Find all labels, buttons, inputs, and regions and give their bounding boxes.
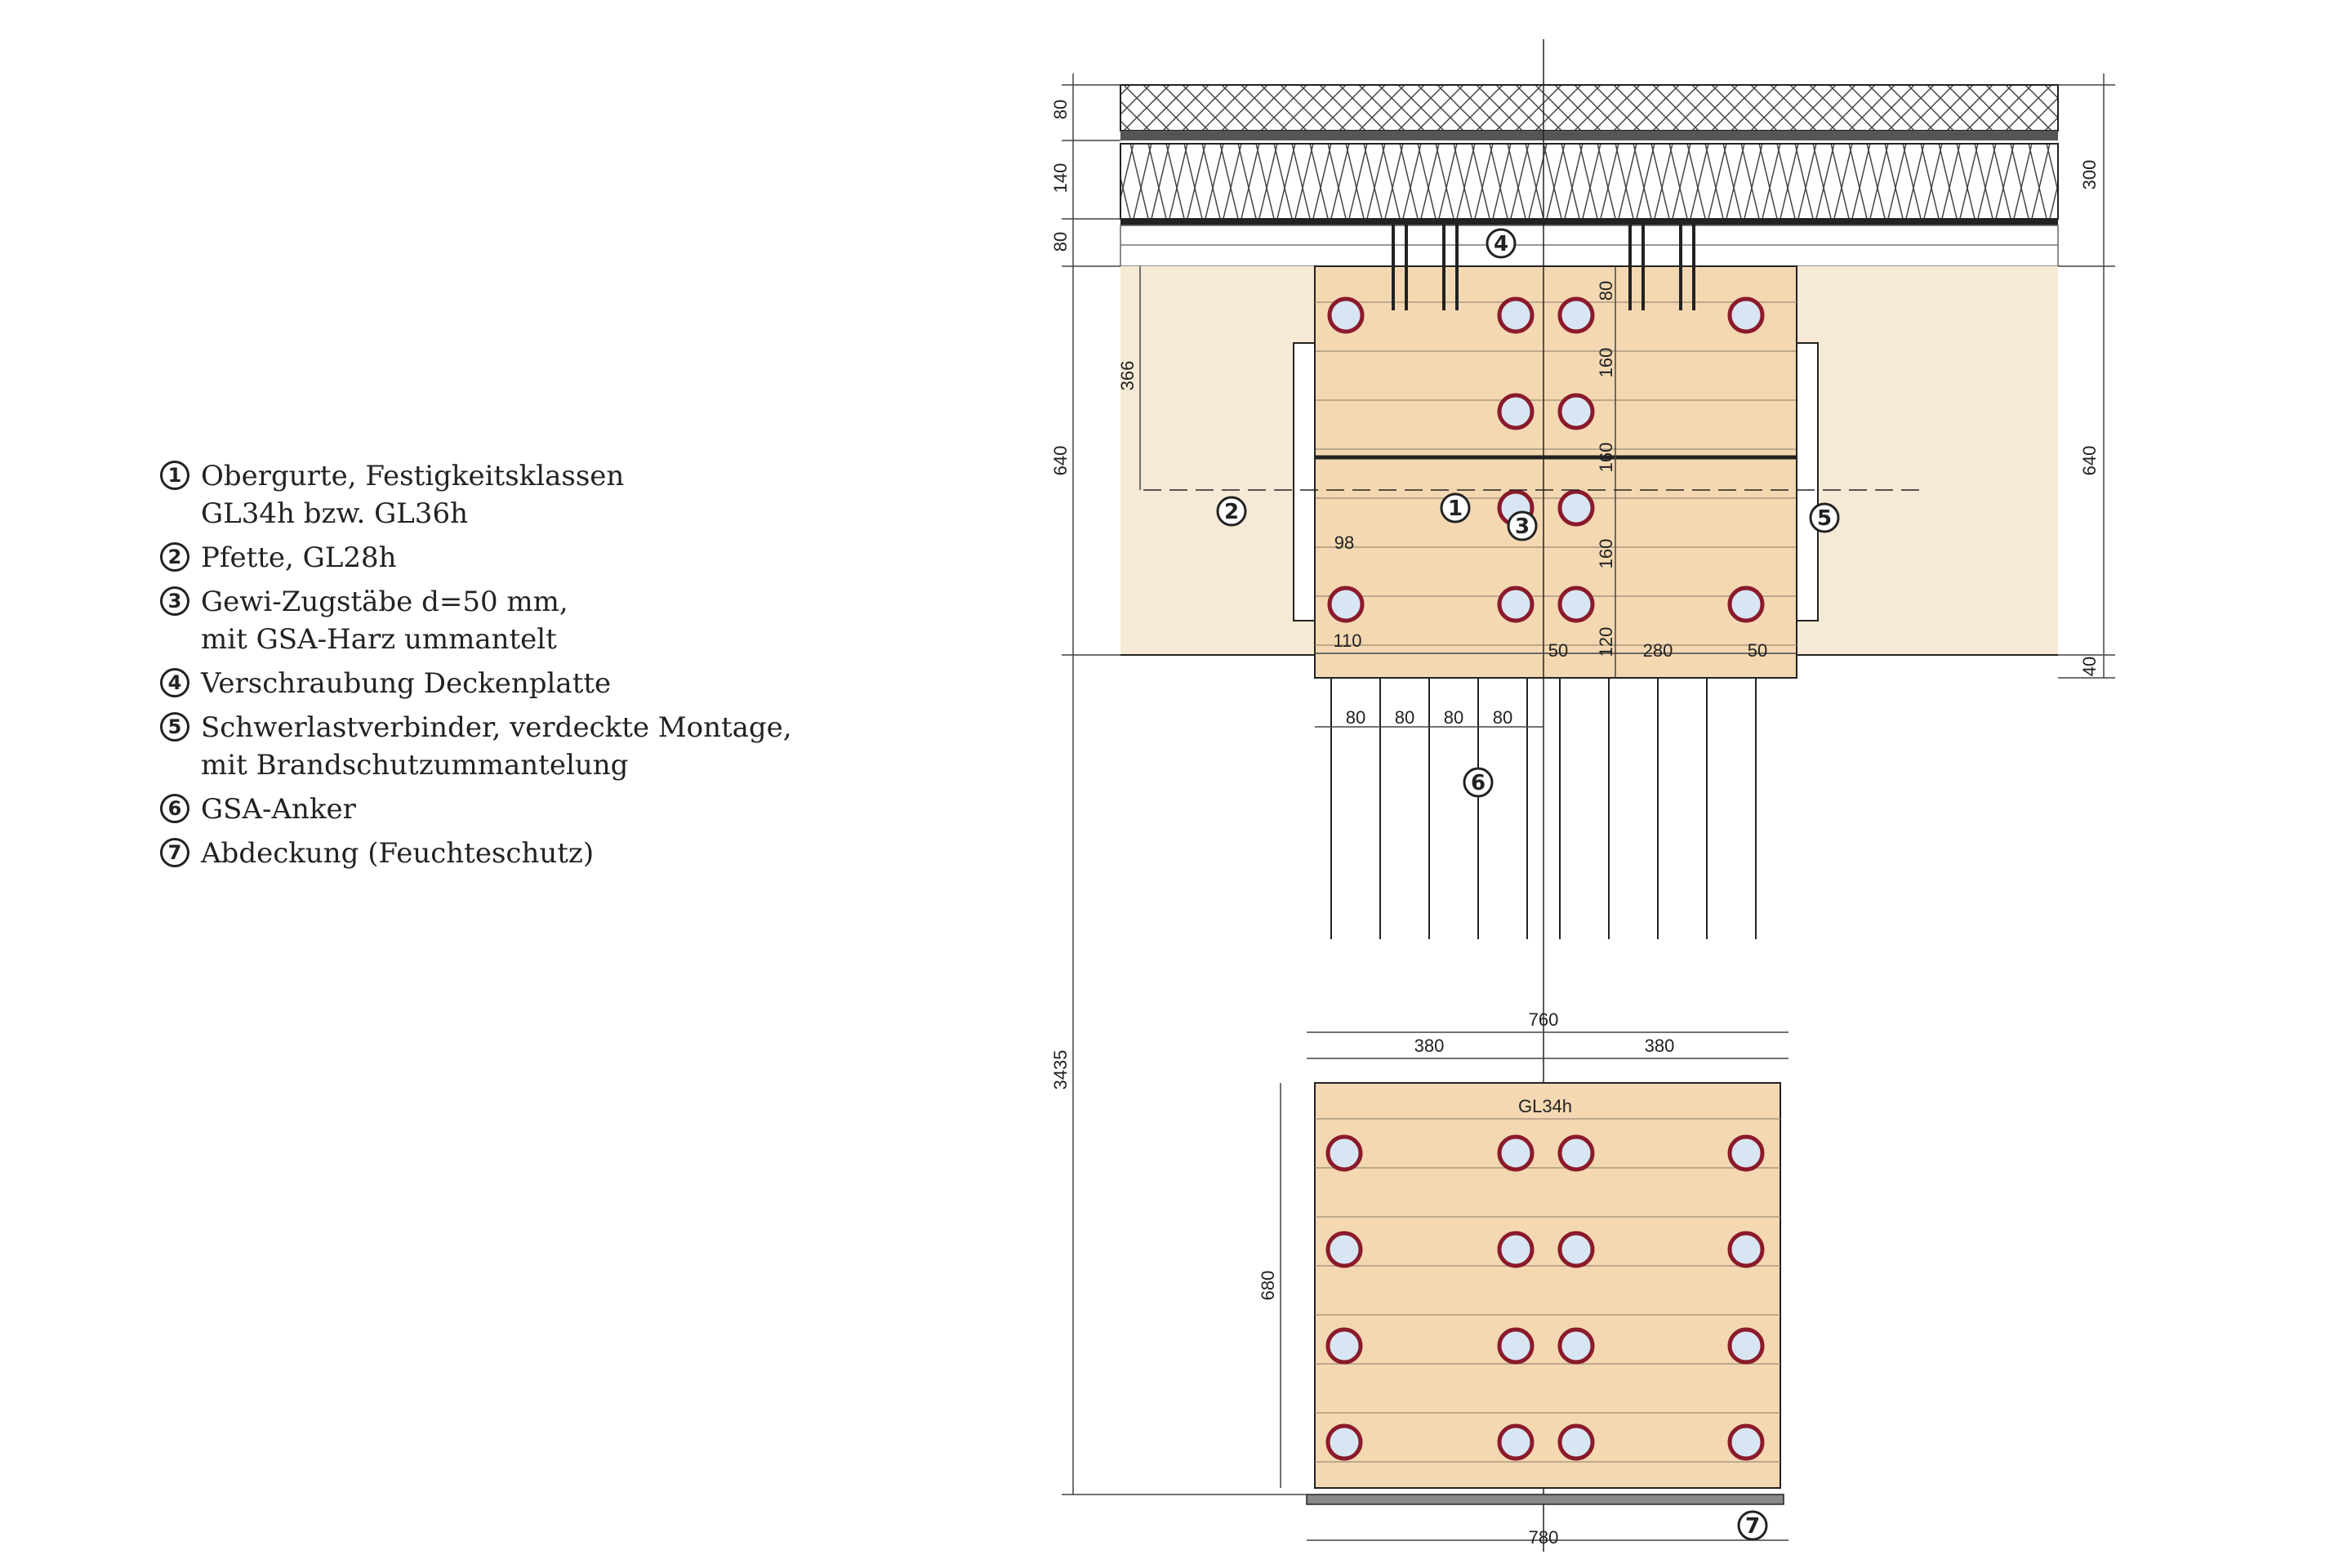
marker-1: 1 [1440,492,1471,523]
dim-v160-b: 160 [1596,443,1616,473]
dim-height-640-left: 640 [1050,446,1071,476]
upper-rods [1327,296,1765,623]
connector-right [1796,342,1819,621]
svg-text:3: 3 [1515,514,1530,539]
roof-vapour-barrier [1120,219,2058,225]
dim-h680: 680 [1258,1271,1278,1301]
roof-membrane [1120,131,2058,140]
upper-chord-lamellae [1315,301,1797,646]
svg-text:6: 6 [1471,771,1486,795]
svg-text:1: 1 [1448,497,1463,521]
lower-section [1314,1082,1781,1489]
dim-w760: 760 [1529,1009,1559,1030]
dim-roof-80-bottom: 80 [1050,232,1071,252]
svg-text:5: 5 [1817,506,1832,531]
dim-anchor-80-3: 80 [1444,707,1463,728]
dim-offset-366: 366 [1117,361,1138,391]
roof-deck-plate [1120,225,2059,267]
legend-item-3: 3 Gewi-Zugstäbe d=50 mm, mit GSA-Harz um… [160,583,879,658]
dimension-lines [1062,74,2115,1541]
dim-v120: 120 [1596,627,1616,657]
dim-anchor-80-1: 80 [1346,707,1365,728]
purlin-left [1120,266,1315,655]
legend-text-4: Verschraubung Deckenplatte [201,667,612,700]
marker-2: 2 [1216,496,1247,527]
legend-number-2: 2 [160,542,189,572]
dim-roof-140: 140 [1050,163,1071,194]
legend-number-5: 5 [160,712,189,742]
marker-5: 5 [1809,502,1840,533]
dim-v80: 80 [1596,281,1616,301]
connector-left [1293,342,1316,621]
dim-h280: 280 [1643,640,1673,661]
legend-number-6: 6 [160,794,189,823]
roof-hatched-layer [1120,84,2059,131]
legend-item-5: 5 Schwerlastverbinder, verdeckte Montage… [160,709,879,784]
upper-chord [1314,265,1797,679]
heavy-load-connectors [1293,342,1819,621]
legend-number-7: 7 [160,838,189,867]
svg-text:2: 2 [1224,500,1239,524]
legend-number-3: 3 [160,586,189,616]
legend-item-2: 2 Pfette, GL28h [160,539,879,577]
dim-anchor-80-4: 80 [1493,707,1512,728]
deck-screws [1392,219,1695,310]
marker-3: 3 [1507,510,1538,541]
legend-item-4: 4 Verschraubung Deckenplatte [160,665,879,702]
legend-text-1: Obergurte, Festigkeitsklassen GL34h bzw.… [201,460,625,530]
dim-roof-300: 300 [2079,160,2100,190]
dim-total-3435: 3435 [1050,1050,1071,1090]
legend-item-1: 1 Obergurte, Festigkeitsklassen GL34h bz… [160,457,879,532]
dim-w780: 780 [1529,1527,1559,1548]
dim-h50-right: 50 [1748,640,1767,661]
dim-w380-left: 380 [1414,1036,1445,1056]
legend-number-1: 1 [160,461,189,490]
svg-text:7: 7 [1745,1514,1760,1539]
legend-text-5: Schwerlastverbinder, verdeckte Montage, … [201,711,792,782]
legend-number-4: 4 [160,668,189,697]
dim-v160-c: 160 [1596,539,1616,569]
section-label: GL34h [1518,1096,1572,1116]
legend-text-2: Pfette, GL28h [201,541,397,574]
dim-height-640-right: 640 [2079,446,2100,476]
roof-insulation [1120,143,2059,220]
marker-6: 6 [1463,767,1494,798]
dim-w380-right: 380 [1645,1036,1675,1056]
lower-rods [1325,1134,1765,1461]
dim-h50-left: 50 [1548,640,1568,661]
legend: 1 Obergurte, Festigkeitsklassen GL34h bz… [160,457,879,879]
gsa-anchors [1330,678,1757,939]
marker-7: 7 [1737,1510,1768,1541]
position-markers: 1 2 3 4 5 6 7 [1216,228,1840,1541]
dim-bottom-40: 40 [2079,657,2100,676]
lower-section-lamellae [1315,1118,1780,1463]
dim-h110: 110 [1333,630,1361,651]
moisture-cover [1306,1494,1784,1505]
dim-roof-80-top: 80 [1050,100,1071,119]
dim-v160-a: 160 [1596,348,1616,378]
legend-text-6: GSA-Anker [201,793,356,826]
legend-item-7: 7 Abdeckung (Feuchteschutz) [160,835,879,872]
dim-h98: 98 [1334,532,1354,553]
legend-item-6: 6 GSA-Anker [160,791,879,828]
roof-build-up [1120,84,2059,267]
purlin-right [1797,266,2058,655]
marker-4: 4 [1486,228,1517,259]
legend-text-3: Gewi-Zugstäbe d=50 mm, mit GSA-Harz umma… [201,586,568,656]
svg-text:4: 4 [1494,232,1508,256]
dim-anchor-80-2: 80 [1395,707,1414,728]
legend-text-7: Abdeckung (Feuchteschutz) [201,837,595,870]
